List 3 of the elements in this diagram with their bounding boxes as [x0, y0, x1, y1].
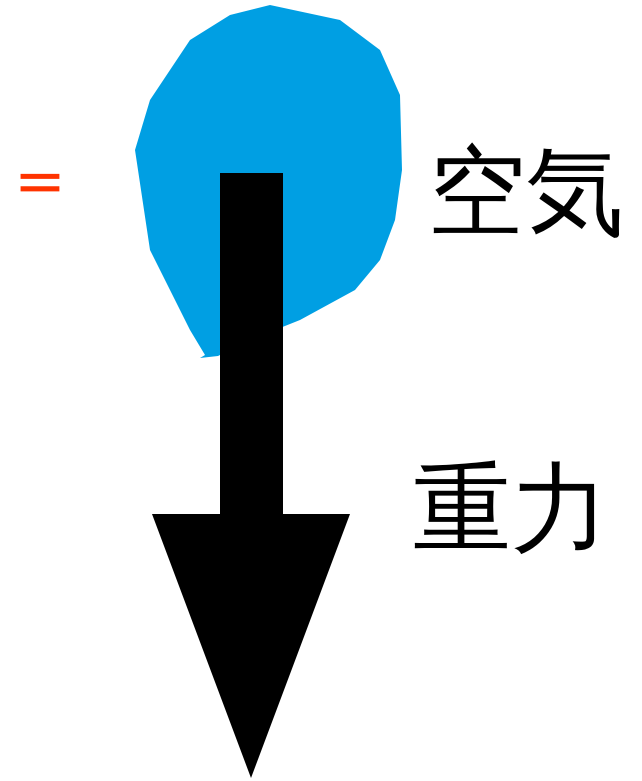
- equals-sign: =: [14, 150, 66, 212]
- gravity-label: 重力: [413, 460, 609, 558]
- air-label: 空気: [428, 143, 624, 241]
